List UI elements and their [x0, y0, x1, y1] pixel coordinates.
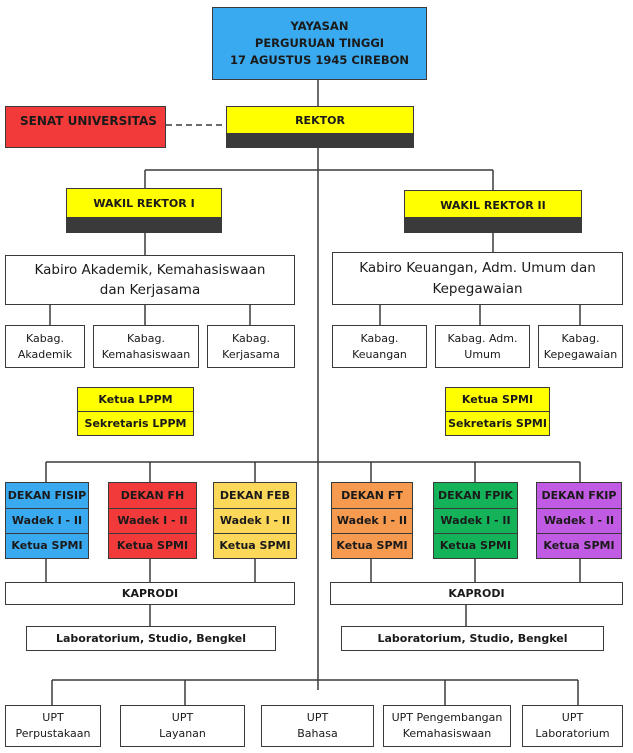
- ketua-spmi-fkip-box: Ketua SPMI: [536, 533, 622, 559]
- wakil-rektor-1-label: WAKIL REKTOR I: [93, 197, 195, 210]
- kabiro-keuangan-box: Kabiro Keuangan, Adm. Umum dan Kepegawai…: [332, 252, 623, 305]
- upt-laboratorium-label: UPT Laboratorium: [535, 711, 610, 740]
- wadek-fpik-box: Wadek I - II: [433, 508, 518, 534]
- senat-label: SENAT UNIVERSITAS: [20, 114, 157, 128]
- kabag-adm-umum-label: Kabag. Adm. Umum: [447, 331, 518, 361]
- kabag-kepegawaian-label: Kabag. Kepegawaian: [543, 331, 618, 361]
- kaprodi-right-label: KAPRODI: [448, 586, 505, 600]
- lab-right-box: Laboratorium, Studio, Bengkel: [341, 626, 604, 651]
- kabag-akademik-box: Kabag. Akademik: [5, 325, 85, 368]
- dekan-ft-box: DEKAN FT: [331, 482, 413, 509]
- upt-layanan-label: UPT Layanan: [159, 711, 206, 740]
- upt-bahasa-box: UPT Bahasa: [261, 705, 374, 747]
- upt-pengembangan-label: UPT Pengembangan Kemahasiswaan: [391, 711, 503, 740]
- upt-pengembangan-box: UPT Pengembangan Kemahasiswaan: [383, 705, 511, 747]
- kabag-akademik-label: Kabag. Akademik: [17, 331, 73, 361]
- upt-perpustakaan-label: UPT Perpustakaan: [15, 711, 91, 740]
- upt-layanan-box: UPT Layanan: [120, 705, 245, 747]
- ketua-spmi-label: Ketua SPMI: [461, 392, 534, 406]
- kabag-kemahasiswaan-box: Kabag. Kemahasiswaan: [93, 325, 199, 368]
- ketua-spmi-fh-box: Ketua SPMI: [108, 533, 197, 559]
- ketua-spmi-fh-label: Ketua SPMI: [116, 539, 189, 553]
- kaprodi-left-box: KAPRODI: [5, 582, 295, 605]
- ketua-spmi-fpik-label: Ketua SPMI: [439, 539, 512, 553]
- kabag-keuangan-label: Kabag. Keuangan: [352, 331, 407, 361]
- dekan-fpik-box: DEKAN FPIK: [433, 482, 518, 509]
- wakil-rektor-2-label: WAKIL REKTOR II: [440, 199, 546, 212]
- kaprodi-left-label: KAPRODI: [121, 586, 179, 600]
- dekan-fh-box: DEKAN FH: [108, 482, 197, 509]
- ketua-spmi-feb-box: Ketua SPMI: [213, 533, 297, 559]
- wadek-fh-box: Wadek I - II: [108, 508, 197, 534]
- ketua-spmi-ft-label: Ketua SPMI: [336, 539, 408, 553]
- wadek-fpik-label: Wadek I - II: [440, 514, 511, 528]
- foundation-label: YAYASAN PERGURUAN TINGGI 17 AGUSTUS 1945…: [229, 19, 410, 67]
- dekan-fpik-label: DEKAN FPIK: [438, 488, 513, 502]
- sekretaris-spmi-label: Sekretaris SPMI: [448, 416, 547, 430]
- kabag-kemahasiswaan-label: Kabag. Kemahasiswaan: [101, 331, 191, 361]
- ketua-spmi-fisip-box: Ketua SPMI: [5, 533, 89, 559]
- ketua-spmi-feb-label: Ketua SPMI: [219, 539, 291, 553]
- lab-left-box: Laboratorium, Studio, Bengkel: [26, 626, 276, 651]
- kabag-kerjasama-label: Kabag. Kerjasama: [222, 331, 280, 361]
- wadek-ft-box: Wadek I - II: [331, 508, 413, 534]
- dekan-fisip-label: DEKAN FISIP: [7, 488, 87, 502]
- kabiro-keuangan-label: Kabiro Keuangan, Adm. Umum dan Kepegawai…: [359, 260, 596, 297]
- lab-right-label: Laboratorium, Studio, Bengkel: [377, 631, 568, 645]
- sekretaris-spmi-box: Sekretaris SPMI: [445, 411, 550, 436]
- wadek-fkip-box: Wadek I - II: [536, 508, 622, 534]
- foundation-box: YAYASAN PERGURUAN TINGGI 17 AGUSTUS 1945…: [212, 7, 427, 80]
- kabag-kepegawaian-box: Kabag. Kepegawaian: [538, 325, 623, 368]
- upt-laboratorium-box: UPT Laboratorium: [522, 705, 623, 747]
- wadek-fisip-label: Wadek I - II: [11, 514, 83, 528]
- dekan-feb-label: DEKAN FEB: [219, 488, 291, 502]
- wadek-fkip-label: Wadek I - II: [543, 514, 615, 528]
- ketua-spmi-ft-box: Ketua SPMI: [331, 533, 413, 559]
- dekan-fh-label: DEKAN FH: [120, 488, 185, 502]
- kabag-adm-umum-box: Kabag. Adm. Umum: [435, 325, 530, 368]
- wakil-rektor-1-band: [66, 217, 222, 233]
- kabag-kerjasama-box: Kabag. Kerjasama: [207, 325, 295, 368]
- ketua-lppm-label: Ketua LPPM: [98, 392, 173, 406]
- sekretaris-lppm-label: Sekretaris LPPM: [84, 416, 187, 430]
- dekan-feb-box: DEKAN FEB: [213, 482, 297, 509]
- wadek-fh-label: Wadek I - II: [117, 514, 188, 528]
- ketua-spmi-fpik-box: Ketua SPMI: [433, 533, 518, 559]
- wadek-fisip-box: Wadek I - II: [5, 508, 89, 534]
- ketua-spmi-fisip-label: Ketua SPMI: [11, 539, 83, 553]
- dekan-ft-label: DEKAN FT: [341, 488, 403, 502]
- kaprodi-right-box: KAPRODI: [330, 582, 623, 605]
- upt-bahasa-label: UPT Bahasa: [297, 711, 338, 740]
- ketua-lppm-box: Ketua LPPM: [77, 387, 194, 412]
- upt-perpustakaan-box: UPT Perpustakaan: [5, 705, 101, 747]
- kabiro-akademik-label: Kabiro Akademik, Kemahasiswaan dan Kerja…: [34, 261, 266, 298]
- dekan-fkip-box: DEKAN FKIP: [536, 482, 622, 509]
- kabiro-akademik-box: Kabiro Akademik, Kemahasiswaan dan Kerja…: [5, 255, 295, 305]
- rektor-label: REKTOR: [295, 114, 345, 127]
- sekretaris-lppm-box: Sekretaris LPPM: [77, 411, 194, 436]
- ketua-spmi-fkip-label: Ketua SPMI: [543, 539, 615, 553]
- wadek-ft-label: Wadek I - II: [336, 514, 408, 528]
- senat-box: SENAT UNIVERSITAS: [5, 106, 166, 148]
- kabag-keuangan-box: Kabag. Keuangan: [332, 325, 427, 368]
- wakil-rektor-2-band: [404, 217, 582, 233]
- ketua-spmi-box: Ketua SPMI: [445, 387, 550, 412]
- rektor-band: [226, 133, 414, 148]
- wadek-feb-box: Wadek I - II: [213, 508, 297, 534]
- dekan-fkip-label: DEKAN FKIP: [541, 488, 617, 502]
- lab-left-label: Laboratorium, Studio, Bengkel: [55, 631, 247, 645]
- wadek-feb-label: Wadek I - II: [219, 514, 291, 528]
- dekan-fisip-box: DEKAN FISIP: [5, 482, 89, 509]
